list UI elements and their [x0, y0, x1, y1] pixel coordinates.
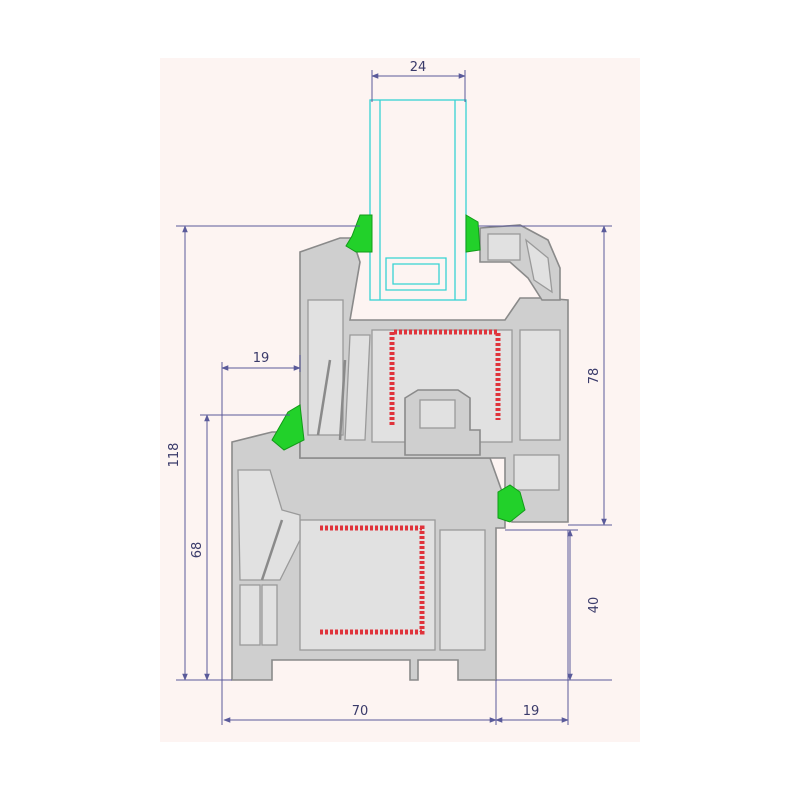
- dimension-overall-height: 118: [167, 225, 360, 681]
- glass-gasket-right: [465, 214, 481, 253]
- dim-label-70: 70: [352, 704, 369, 719]
- dimension-frame-lower: 40: [496, 529, 612, 681]
- sash-reinforcement: [389, 329, 501, 425]
- dim-label-24: 24: [410, 60, 427, 75]
- center-chamber: [419, 399, 456, 429]
- dimension-glazing: 24: [371, 60, 466, 102]
- dim-label-40: 40: [587, 597, 602, 614]
- dim-label-68: 68: [190, 542, 205, 559]
- glazing-bead: [479, 224, 561, 301]
- glass-unit: [369, 99, 467, 301]
- dimension-frame-upper: 78: [478, 225, 612, 526]
- dimension-sash-offset: 19: [221, 351, 301, 725]
- frame-reinforcement: [320, 525, 425, 635]
- sash-gasket: [271, 404, 305, 451]
- dim-label-118: 118: [167, 443, 182, 468]
- dim-label-19-bottom: 19: [523, 704, 540, 719]
- dim-label-19-top: 19: [253, 351, 270, 366]
- frame-profile: [231, 431, 506, 681]
- dim-label-78: 78: [587, 368, 602, 385]
- dimension-sash-height: 68: [190, 414, 290, 681]
- glass-gasket-left: [345, 214, 373, 253]
- dimension-frame-width: 70 19: [223, 530, 569, 725]
- frame-gasket: [497, 484, 526, 523]
